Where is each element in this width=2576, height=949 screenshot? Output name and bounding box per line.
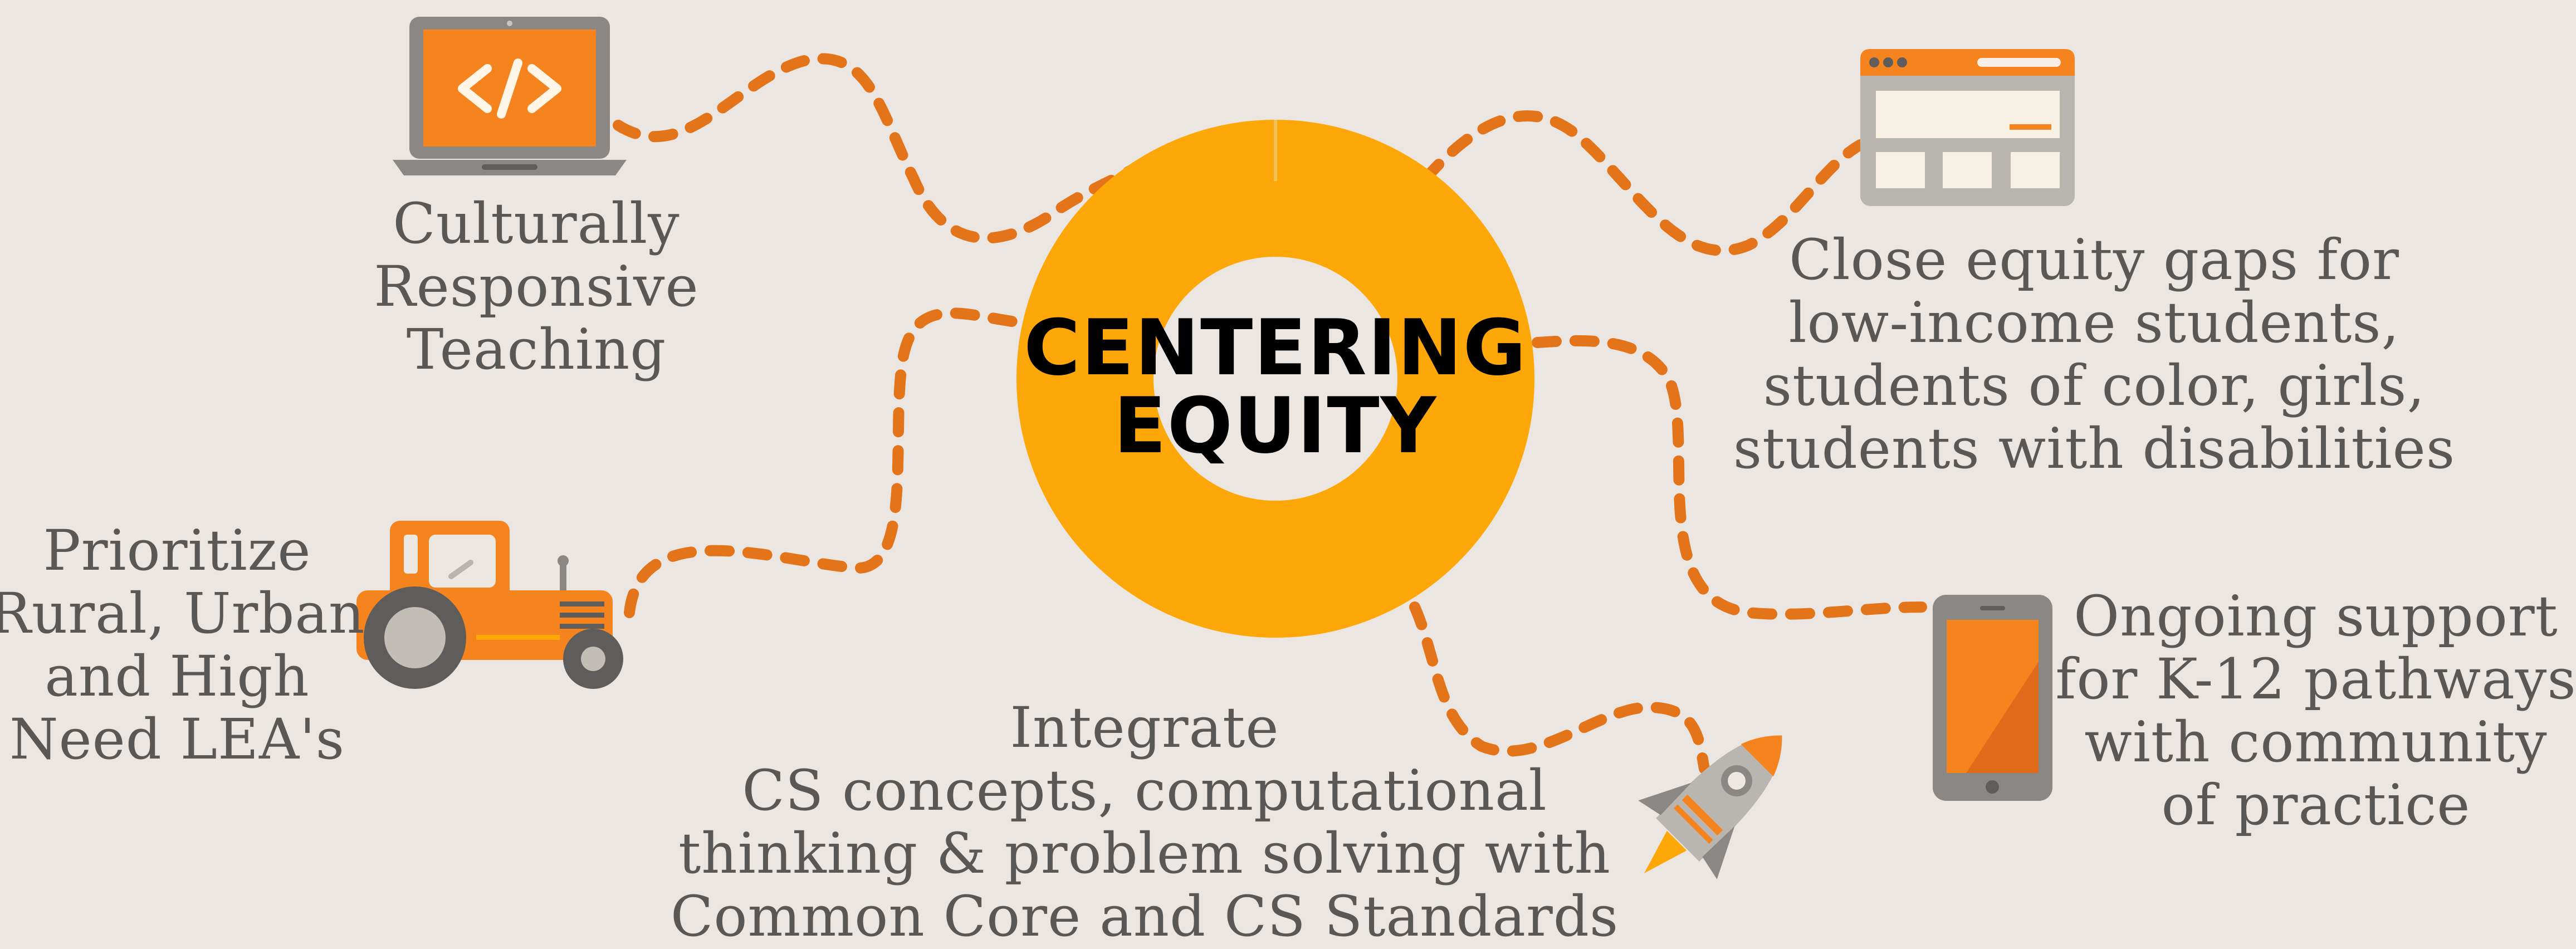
connector-tractor	[624, 307, 1030, 618]
connector-laptop	[613, 53, 1142, 244]
center-title: CENTERING EQUITY	[1024, 309, 1527, 465]
tractor-icon	[356, 521, 623, 689]
node-ongoing-support: Ongoing support for K-12 pathways with c…	[2055, 584, 2576, 838]
smartphone-icon	[1933, 595, 2052, 801]
node-close-equity-gaps: Close equity gaps for low-income student…	[1733, 227, 2456, 481]
laptop-code-icon	[393, 17, 627, 175]
center-ring	[1016, 120, 1534, 638]
center-title-line2: EQUITY	[1113, 381, 1438, 471]
center-title-line1: CENTERING	[1024, 303, 1527, 393]
connector-rocket	[1409, 601, 1710, 774]
rocket-icon	[1638, 735, 1782, 879]
node-culturally-responsive-teaching: Culturally Responsive Teaching	[374, 191, 699, 382]
connector-phone	[1532, 335, 1927, 620]
node-prioritize-leas: Prioritize Rural, Urban and High Need LE…	[0, 518, 365, 772]
node-integrate-cs: Integrate CS concepts, computational thi…	[670, 695, 1619, 949]
connector-browser	[1420, 110, 1866, 256]
browser-window-icon	[1860, 49, 2075, 206]
